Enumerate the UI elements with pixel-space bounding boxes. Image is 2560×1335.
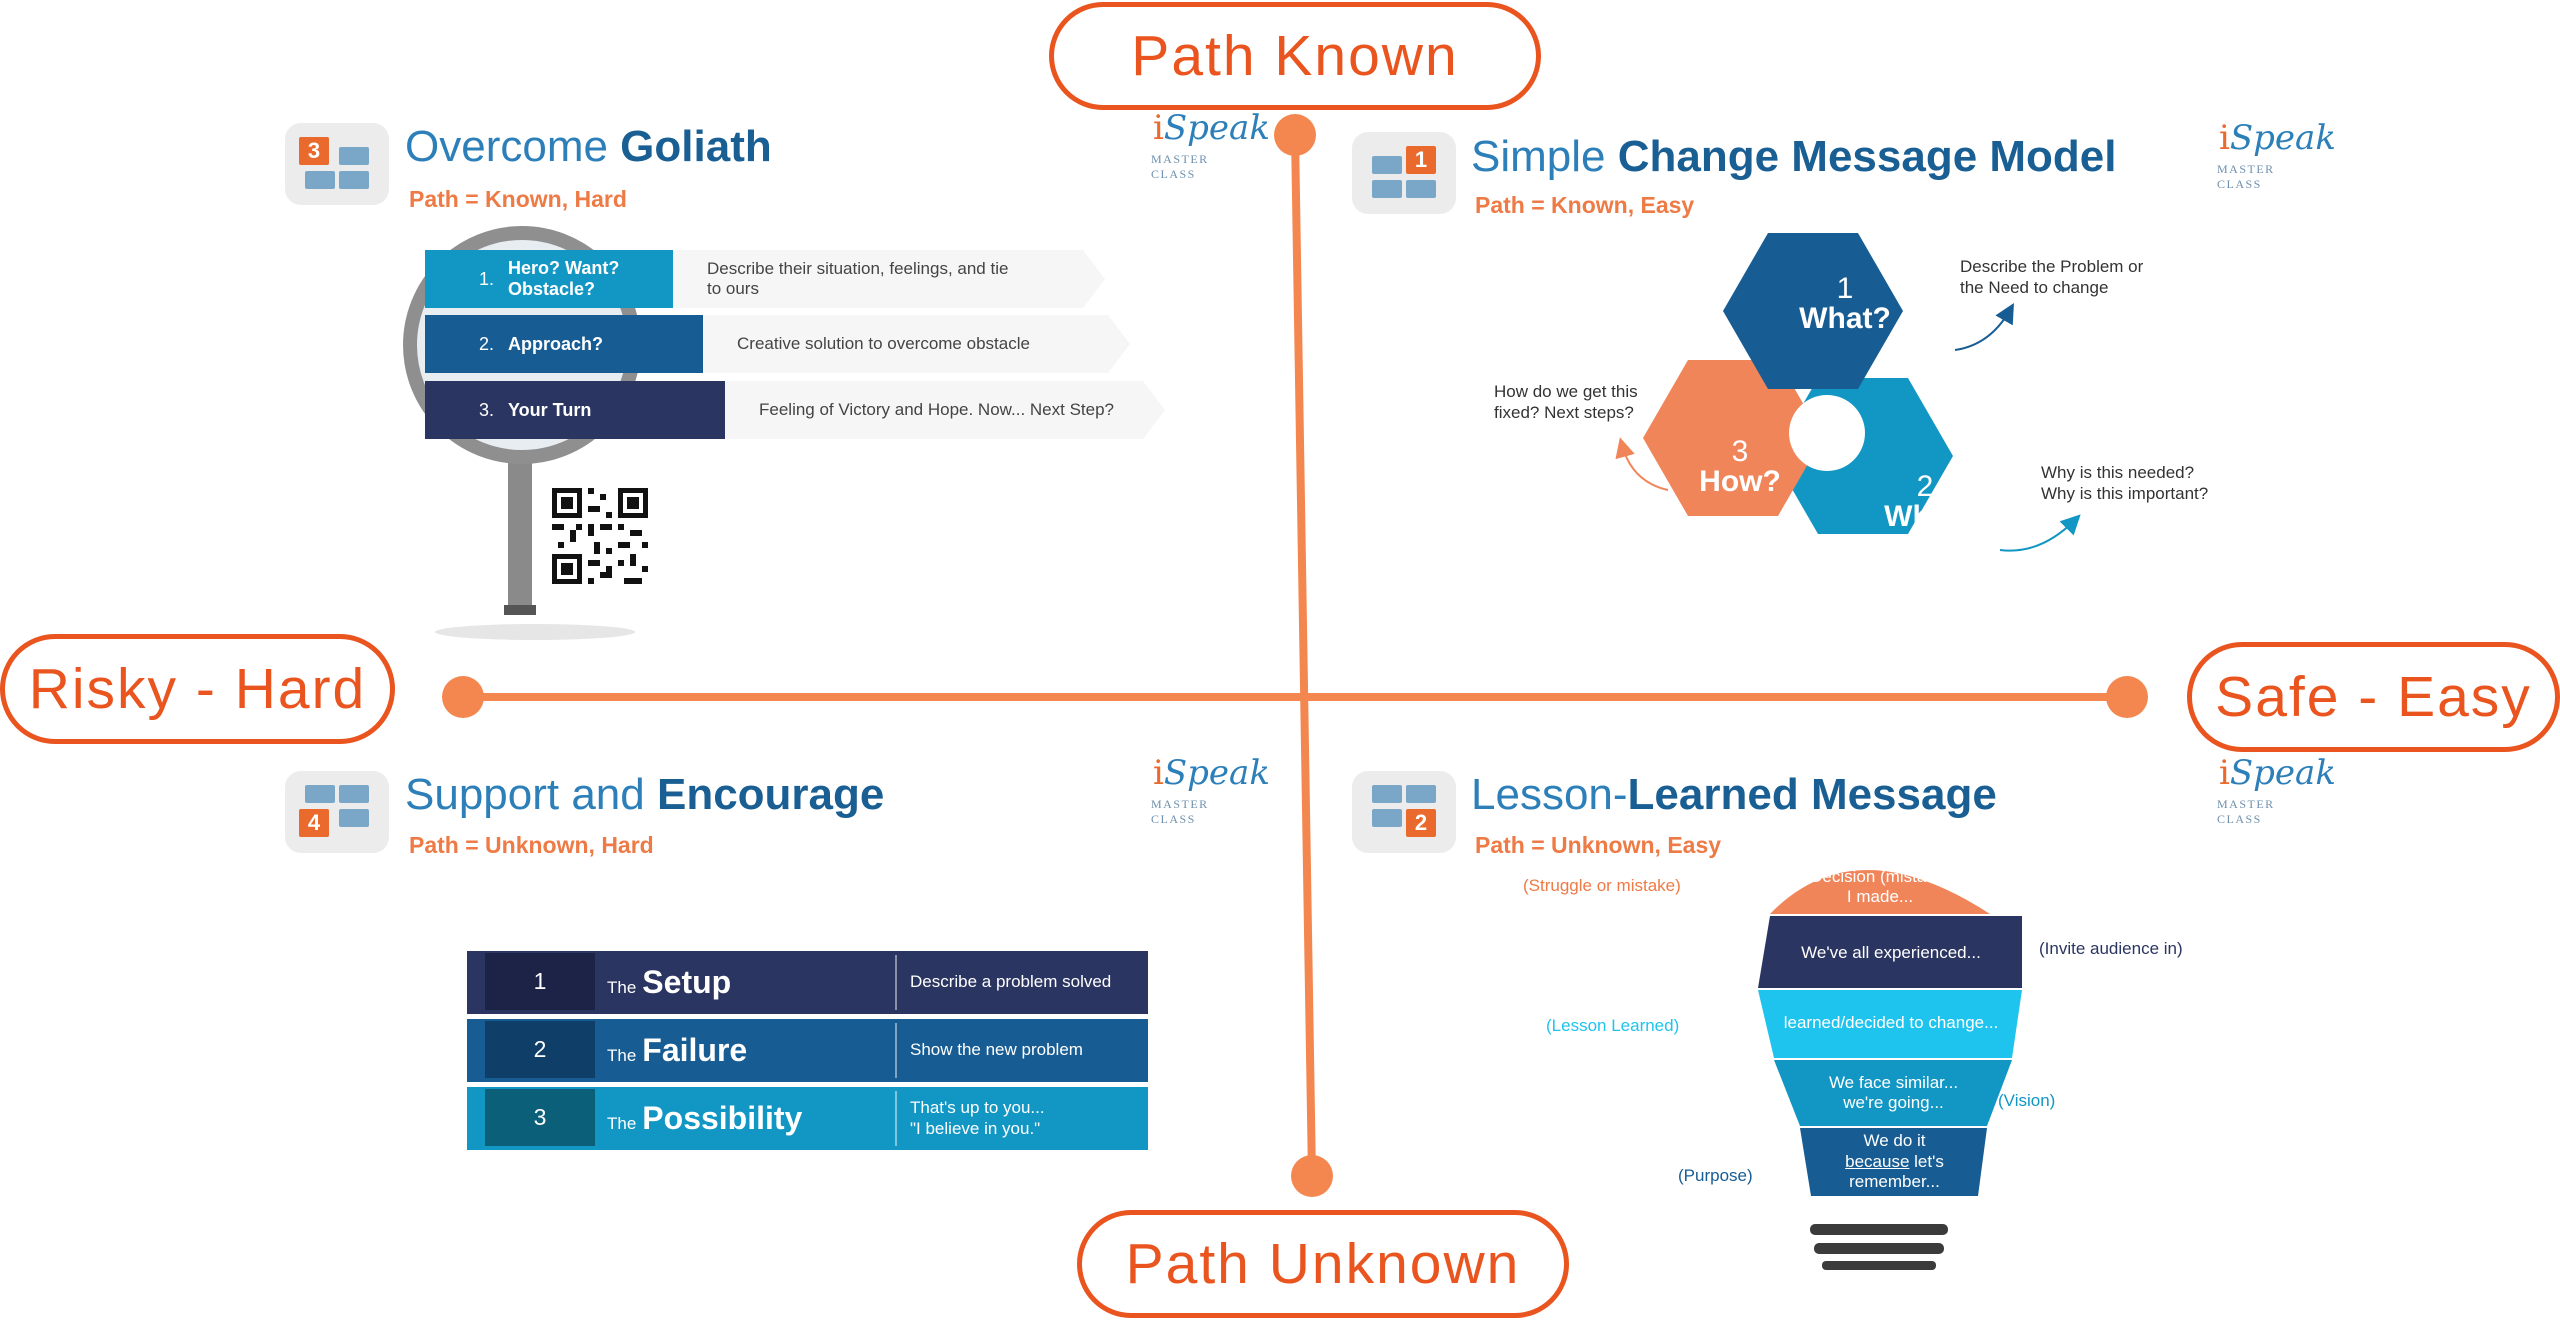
quadrant-number-icon: 2 <box>1352 771 1456 853</box>
lightbulb-diagram <box>1758 870 2022 1270</box>
hexagon-how <box>1643 360 1823 516</box>
bulb-band-decision: Decision (mistake) I made... <box>1810 866 1950 906</box>
hexagon-how-label: 3 How? <box>1699 435 1781 498</box>
axis-top-endpoint <box>1274 114 1316 156</box>
axis-label-path-known: Path Known <box>1049 2 1541 110</box>
hexagon-why-note: Why is this needed? Why is this importan… <box>2041 463 2209 504</box>
quadrant-path: Path = Unknown, Easy <box>1475 832 1722 858</box>
bulb-note-struggle: (Struggle or mistake) <box>1523 876 1681 895</box>
bulb-band-lesson: learned/decided to change... <box>1783 1012 1999 1032</box>
bulb-note-purpose: (Purpose) <box>1678 1166 1753 1185</box>
quadrant-number-icon: 3 <box>285 123 389 205</box>
hexagon-how-note: How do we get this fixed? Next steps? <box>1494 382 1638 423</box>
quadrant-title: Simple Change Message Model <box>1471 132 2117 181</box>
hexagon-why-label: 2 Why? <box>1884 470 1966 533</box>
axis-label-path-unknown: Path Unknown <box>1077 1210 1569 1318</box>
axis-right-endpoint <box>2106 676 2148 718</box>
bulb-note-invite: (Invite audience in) <box>2039 939 2183 958</box>
goliath-step-row: 1. Hero? Want?Obstacle? Describe their s… <box>425 250 1105 308</box>
quadrant-path: Path = Known, Easy <box>1475 192 1695 218</box>
hexagon-what-label: 1 What? <box>1799 272 1891 335</box>
quadrant-path: Path = Known, Hard <box>409 186 627 212</box>
quadrant-title: Overcome Goliath <box>405 122 772 171</box>
bulb-note-lesson: (Lesson Learned) <box>1546 1016 1680 1035</box>
goliath-step-row: 2. Approach? Creative solution to overco… <box>425 315 1130 373</box>
quadrant-title: Lesson-Learned Message <box>1471 770 1997 819</box>
axis-label-safe-easy: Safe - Easy <box>2187 642 2560 752</box>
goliath-step-row: 3. Your Turn Feeling of Victory and Hope… <box>425 381 1165 439</box>
bulb-band-experienced: We've all experienced... <box>1801 942 1981 962</box>
quadrant-number-icon: 4 <box>285 771 389 853</box>
bulb-band-vision: We face similar... we're going... <box>1828 1072 1959 1112</box>
qr-code <box>542 478 658 594</box>
axis-left-endpoint <box>442 676 484 718</box>
quadrant-path: Path = Unknown, Hard <box>409 832 654 858</box>
bulb-note-vision: (Vision) <box>1998 1091 2056 1110</box>
hexagon-what <box>1723 233 1903 389</box>
hexagon-cycle <box>1615 233 2081 552</box>
axis-label-risky-hard: Risky - Hard <box>0 634 395 744</box>
axis-bottom-endpoint <box>1291 1155 1333 1197</box>
quadrant-number-icon: 1 <box>1352 132 1456 214</box>
quadrant-title: Support and Encourage <box>405 770 885 819</box>
hexagon-what-note: Describe the Problem or the Need to chan… <box>1960 257 2144 298</box>
